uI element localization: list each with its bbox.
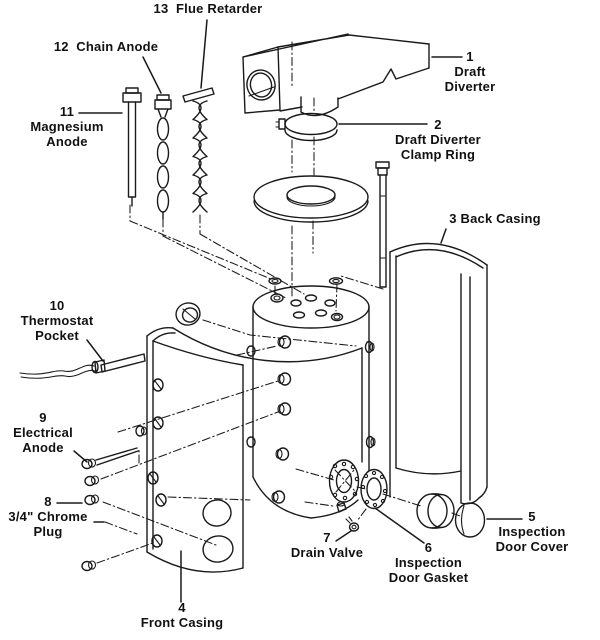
- thermostat-pocket-drawing: [19, 353, 146, 379]
- hardware-plugs-drawing: [81, 447, 139, 572]
- flue-collar: [300, 96, 339, 117]
- label-thermostat-pocket: 10 Thermostat Pocket: [20, 298, 94, 343]
- casing-opening: [202, 535, 234, 563]
- label-leader-lines: [56, 19, 523, 603]
- label-chrome-plug: 8 3/4" Chrome Plug: [8, 494, 88, 539]
- inspection-door-cover-drawing: [416, 493, 486, 538]
- label-flue-retarder: 13 Flue Retarder: [153, 1, 263, 16]
- casing-opening: [202, 499, 232, 527]
- label-front-casing: 4 Front Casing: [140, 600, 224, 630]
- label-chain-anode: 12 Chain Anode: [53, 39, 159, 54]
- label-draft-diverter: 1 Draft Diverter: [444, 49, 496, 94]
- anode-stud-bolt-drawing: [375, 161, 390, 288]
- front-casing-drawing: [135, 326, 363, 573]
- drain-valve-drawing: [336, 501, 360, 532]
- label-electrical-anode: 9 Electrical Anode: [13, 410, 73, 455]
- insulation-ring-drawing: [253, 175, 369, 223]
- draft-diverter-drawing: [242, 33, 430, 117]
- label-magnesium-anode: 11 Magnesium Anode: [30, 104, 104, 149]
- flue-retarder-drawing: [182, 87, 215, 213]
- inspection-door-gasket-drawing: [328, 459, 388, 510]
- grommet: [268, 277, 282, 285]
- edge-nut: [135, 425, 145, 437]
- tank-drawing: [246, 277, 376, 519]
- gauge-drawing: [175, 302, 201, 326]
- back-casing-drawing: [389, 242, 488, 505]
- clamp-ring-drawing: [275, 112, 338, 142]
- grommet: [328, 277, 344, 285]
- chain-anode-drawing: [154, 94, 172, 220]
- label-inspection-door-cover: 5 Inspection Door Cover: [495, 509, 569, 554]
- magnesium-anode-drawing: [122, 87, 142, 207]
- label-back-casing: 3 Back Casing: [449, 211, 541, 226]
- label-drain-valve: 7 Drain Valve: [290, 530, 364, 560]
- label-inspection-door-gasket: 6 Inspection Door Gasket: [388, 540, 469, 585]
- tank-fitting-nubs: [246, 335, 376, 504]
- casing-screw-holes: [147, 378, 167, 548]
- label-draft-diverter-clamp: 2 Draft Diverter Clamp Ring: [395, 117, 481, 162]
